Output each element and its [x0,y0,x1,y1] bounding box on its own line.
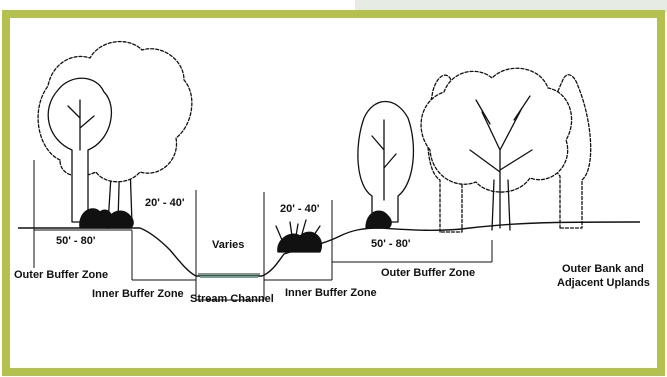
label-inner-buffer-zone-left: Inner Buffer Zone [92,288,184,300]
label-outer-buffer-zone-right: Outer Buffer Zone [381,267,475,279]
label-uplands-line1: Outer Bank and [562,263,644,275]
label-stream-channel: Stream Channel [190,293,274,305]
label-inner-buffer-zone-right: Inner Buffer Zone [285,287,377,299]
width-outer-right: 50' - 80' [371,238,411,250]
width-inner-right: 20' - 40' [280,203,320,215]
grass-tuft-icon [276,220,321,252]
width-outer-left: 50' - 80' [56,235,96,247]
shrub-icon [80,209,133,228]
width-channel: Varies [212,239,244,251]
label-outer-buffer-zone-left: Outer Buffer Zone [14,269,108,281]
deciduous-tree-icon [358,102,414,229]
width-inner-left: 20' - 40' [145,197,185,209]
label-uplands-line2: Adjacent Uplands [557,277,650,289]
